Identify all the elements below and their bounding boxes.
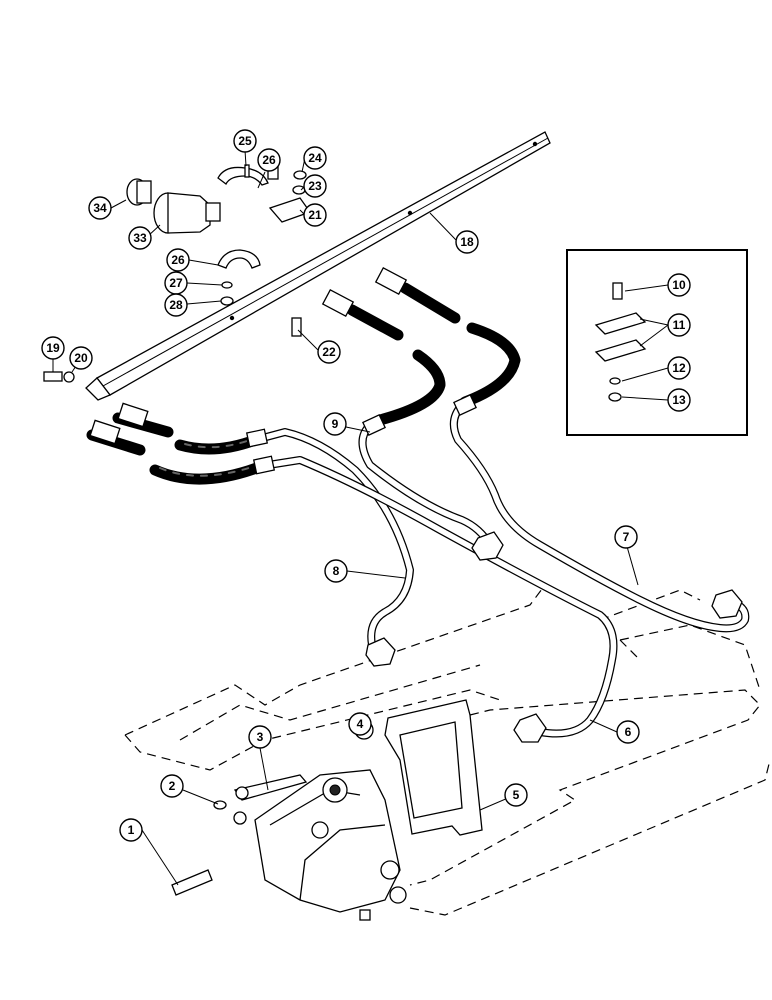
- callout-23: 23: [303, 174, 327, 198]
- callout-1-label: 1: [128, 823, 135, 837]
- callout-26-bottom: 26: [166, 248, 190, 272]
- callout-27: 27: [164, 271, 188, 295]
- callout-4: 4: [348, 712, 372, 736]
- callout-22: 22: [317, 340, 341, 364]
- callout-20-label: 20: [74, 351, 88, 365]
- callout-18-label: 18: [460, 235, 474, 249]
- callout-22-label: 22: [322, 345, 336, 359]
- callout-21: 21: [303, 203, 327, 227]
- callout-6-label: 6: [625, 725, 632, 739]
- callout-9-label: 9: [332, 417, 339, 431]
- callout-10-label: 10: [672, 278, 686, 292]
- callout-11-label: 11: [673, 318, 686, 332]
- callout-5-label: 5: [513, 788, 520, 802]
- callout-34-label: 34: [93, 201, 107, 215]
- callout-3-label: 3: [257, 730, 264, 744]
- callout-5: 5: [504, 783, 528, 807]
- gasket: [354, 699, 483, 836]
- callout-8: 8: [324, 559, 348, 583]
- callout-3: 3: [248, 725, 272, 749]
- callout-33: 33: [128, 226, 152, 250]
- callout-25: 25: [233, 129, 257, 153]
- callout-20: 20: [69, 346, 93, 370]
- callout-2-label: 2: [169, 779, 176, 793]
- callout-27-label: 27: [169, 276, 183, 290]
- callout-4-label: 4: [357, 717, 364, 731]
- hose-fittings: [89, 266, 743, 743]
- callout-13: 13: [667, 388, 691, 412]
- inset-parts: [594, 282, 647, 402]
- callout-6: 6: [616, 720, 640, 744]
- callout-26-bottom-label: 26: [171, 253, 185, 267]
- callout-1: 1: [119, 818, 143, 842]
- callout-23-label: 23: [308, 179, 322, 193]
- callout-13-label: 13: [672, 393, 686, 407]
- callout-25-label: 25: [238, 134, 252, 148]
- leader-lines: [52, 149, 669, 886]
- inset-box: [566, 249, 748, 436]
- callout-12: 12: [667, 356, 691, 380]
- callout-12-label: 12: [672, 361, 686, 375]
- callout-26-top: 26: [257, 148, 281, 172]
- callout-26-top-label: 26: [262, 153, 276, 167]
- callout-24-label: 24: [308, 151, 322, 165]
- callout-28: 28: [164, 293, 188, 317]
- callout-19: 19: [41, 336, 65, 360]
- callout-18: 18: [455, 230, 479, 254]
- callout-10: 10: [667, 273, 691, 297]
- callout-7-label: 7: [623, 530, 630, 544]
- callout-33-label: 33: [133, 231, 147, 245]
- callout-8-label: 8: [333, 564, 340, 578]
- callout-7: 7: [614, 525, 638, 549]
- callout-19-label: 19: [46, 341, 60, 355]
- callout-2: 2: [160, 774, 184, 798]
- callout-21-label: 21: [308, 208, 322, 222]
- nozzle-parts: [43, 164, 312, 383]
- mounting-bracket: [85, 131, 551, 401]
- injection-pump: [171, 769, 407, 921]
- callout-34: 34: [88, 196, 112, 220]
- callout-9: 9: [323, 412, 347, 436]
- callout-11: 11: [667, 313, 691, 337]
- fuel-hoses: [86, 282, 521, 485]
- callout-28-label: 28: [169, 298, 183, 312]
- callout-24: 24: [303, 146, 327, 170]
